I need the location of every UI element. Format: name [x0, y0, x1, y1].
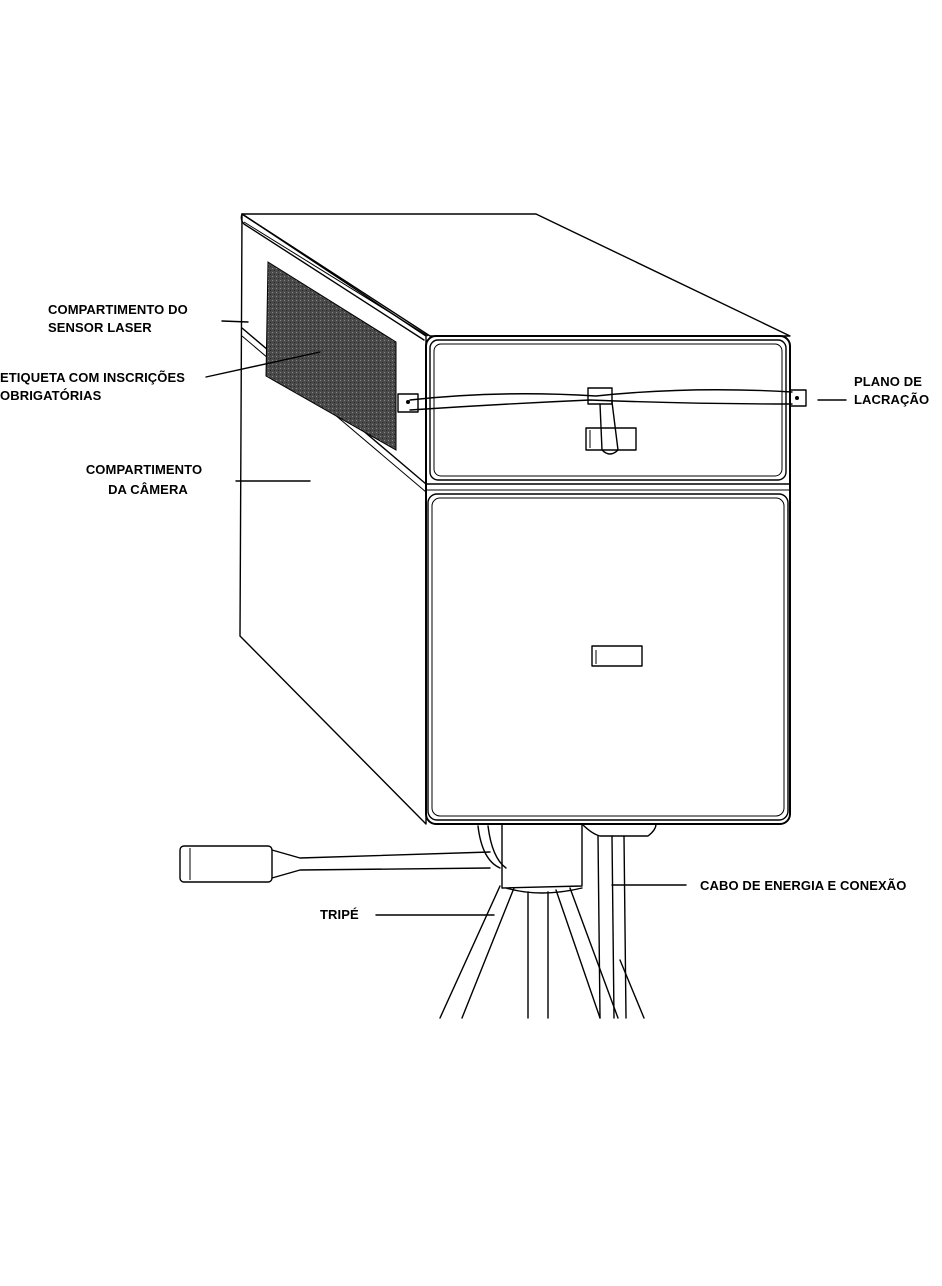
body-front-face	[425, 335, 791, 825]
label-sensor-compartment-line1: COMPARTIMENTO DO	[48, 302, 188, 317]
sensor-front-panel	[429, 339, 787, 481]
label-sensor-compartment-line2: SENSOR LASER	[48, 320, 152, 335]
label-camera-compartment-line1: COMPARTIMENTO	[86, 462, 202, 477]
seal-assembly	[397, 387, 807, 455]
tripod	[179, 823, 657, 1019]
label-camera-compartment-line2: DA CÂMERA	[108, 482, 188, 497]
label-tripod: TRIPÉ	[320, 907, 359, 922]
tripod-handle	[179, 845, 491, 883]
body-side-face	[239, 213, 427, 825]
power-cable	[597, 835, 627, 1019]
label-label-plate-line1: ETIQUETA COM INSCRIÇÕES	[0, 370, 185, 385]
speed-camera-body	[239, 213, 807, 825]
label-seal-plane-line2: LACRAÇÃO	[854, 392, 929, 407]
leader-lines	[205, 320, 847, 916]
labels: COMPARTIMENTO DO SENSOR LASER ETIQUETA C…	[0, 302, 929, 922]
label-seal-plane-line1: PLANO DE	[854, 374, 922, 389]
tripod-head	[477, 823, 657, 894]
tripod-legs	[439, 885, 645, 1019]
body-top-face	[241, 213, 791, 337]
camera-latch	[591, 645, 643, 667]
camera-front-panel	[427, 493, 789, 821]
label-plate	[265, 261, 397, 451]
label-label-plate-line2: OBRIGATÓRIAS	[0, 388, 102, 403]
label-power-cable: CABO DE ENERGIA E CONEXÃO	[700, 878, 906, 893]
